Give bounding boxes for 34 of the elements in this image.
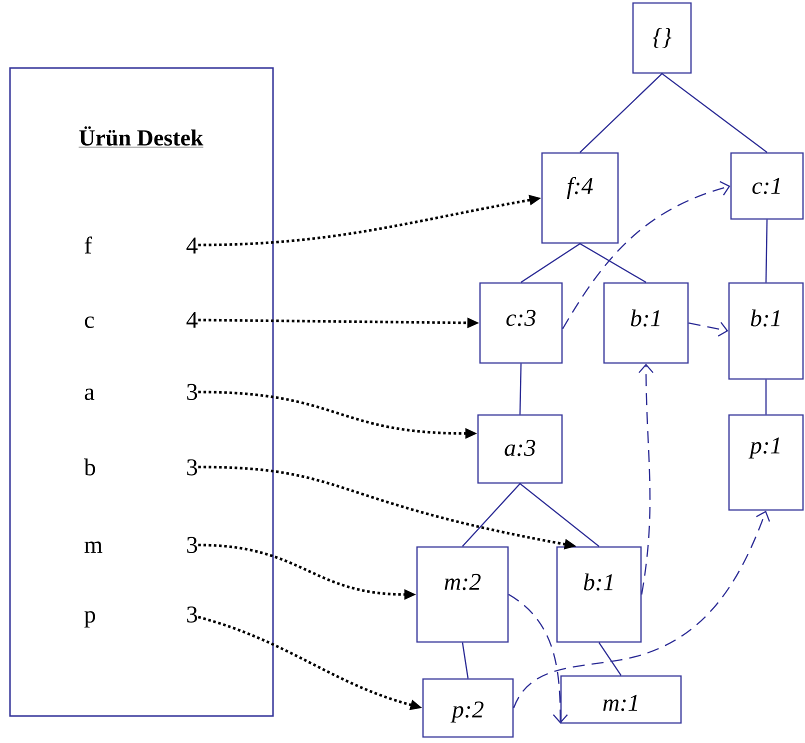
table-row: b 3 — [84, 458, 198, 476]
tree-branch — [765, 220, 768, 282]
tree-branch — [462, 483, 520, 547]
node-link-arrow — [638, 364, 654, 595]
node-link-arrow — [688, 322, 728, 337]
tree-branch — [520, 243, 580, 283]
tree-node-box: b:1 — [728, 282, 804, 380]
table-row: f 4 — [84, 236, 198, 254]
tree-branch — [520, 483, 600, 547]
tree-node-box: m:1 — [560, 675, 682, 724]
tree-branch — [598, 642, 622, 676]
tree-node-box: p:1 — [728, 414, 804, 511]
node-link-arrow — [513, 510, 770, 708]
tree-node-box: b:1 — [603, 282, 689, 364]
tree-node-box: {} — [632, 2, 692, 74]
table-row: p 3 — [84, 606, 198, 628]
tree-node-box: c:1 — [730, 152, 804, 220]
tree-branch — [580, 243, 646, 283]
table-row: a 3 — [84, 384, 198, 400]
node-link-arrow — [562, 180, 730, 330]
tree-branch — [580, 73, 662, 153]
tree-branch — [519, 364, 522, 414]
tree-node-box: c:3 — [479, 282, 563, 364]
tree-node-box: m:2 — [416, 546, 509, 643]
tree-node-box: b:1 — [556, 546, 642, 643]
tree-branch — [662, 73, 768, 153]
tree-branch — [462, 642, 469, 678]
table-row: m 3 — [84, 536, 198, 554]
table-row: c 4 — [84, 312, 198, 328]
tree-branch — [765, 380, 767, 414]
node-link-arrow — [508, 594, 568, 724]
tree-node-box: p:2 — [422, 678, 514, 738]
tree-node-box: a:3 — [477, 414, 563, 484]
tree-node-box: f:4 — [541, 152, 619, 244]
